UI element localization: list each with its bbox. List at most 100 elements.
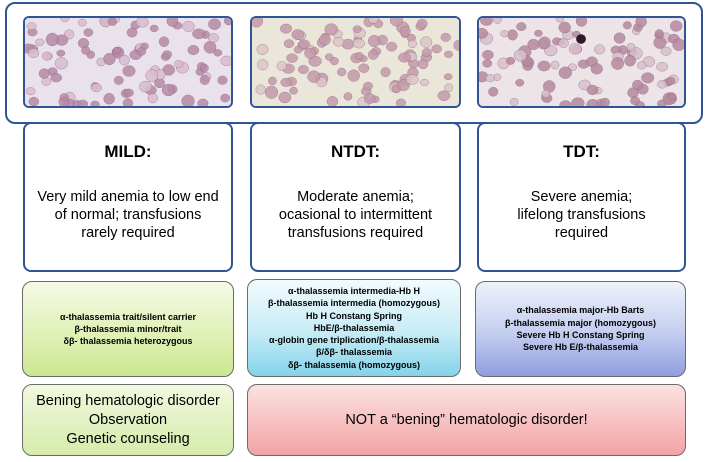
ntdt-desc-line: ocasional to intermittent xyxy=(278,207,433,223)
red-blood-cell xyxy=(482,50,494,60)
red-blood-cell xyxy=(354,52,364,61)
red-blood-cell xyxy=(220,93,230,103)
red-blood-cell xyxy=(417,59,429,70)
red-blood-cell xyxy=(166,18,179,27)
red-blood-cell xyxy=(220,55,231,67)
red-blood-cell xyxy=(268,76,277,86)
red-blood-cell xyxy=(395,98,406,106)
red-blood-cell xyxy=(352,38,366,49)
mild-title: MILD: xyxy=(104,142,152,161)
red-blood-cell xyxy=(199,75,210,85)
red-blood-cell xyxy=(440,32,451,42)
genotype-item: α-thalassemia trait/silent carrier xyxy=(59,311,197,322)
red-blood-cell xyxy=(622,21,632,30)
red-blood-cell xyxy=(264,85,279,99)
outcome-line: Observation xyxy=(88,411,168,428)
red-blood-cell xyxy=(665,76,676,86)
red-blood-cell xyxy=(181,94,195,106)
mild-desc-line: rarely required xyxy=(81,225,175,241)
red-blood-cell xyxy=(307,70,321,83)
red-blood-cell xyxy=(123,88,134,97)
red-blood-cell xyxy=(431,44,442,54)
red-blood-cell xyxy=(298,39,310,49)
mild-genotypes-box: α-thalassemia trait/silent carrier β-tha… xyxy=(22,281,234,377)
red-blood-cell xyxy=(537,60,551,72)
red-blood-cell xyxy=(139,80,153,93)
red-blood-cell xyxy=(113,75,124,85)
red-blood-cell xyxy=(158,36,170,47)
red-blood-cell xyxy=(479,27,488,39)
red-blood-cell xyxy=(667,92,677,101)
red-blood-cell xyxy=(332,37,345,47)
red-blood-cell xyxy=(38,68,50,79)
red-blood-cell xyxy=(407,39,417,48)
red-blood-cell xyxy=(363,81,373,91)
ntdt-column: NTDT: Moderate anemia; ocasional to inte… xyxy=(250,122,461,272)
red-blood-cell xyxy=(326,96,339,106)
genotype-item: Hb H Constang Spring xyxy=(306,310,402,321)
red-blood-cell xyxy=(480,18,493,26)
red-blood-cell xyxy=(197,98,209,106)
red-blood-cell xyxy=(657,80,668,89)
red-blood-cell xyxy=(416,18,428,29)
red-blood-cell xyxy=(632,79,643,91)
red-blood-cell xyxy=(367,49,379,60)
red-blood-cell xyxy=(255,84,266,95)
red-blood-cell xyxy=(337,67,347,77)
red-blood-cell xyxy=(555,18,565,23)
red-blood-cell xyxy=(149,24,159,33)
red-blood-cell xyxy=(367,18,379,24)
genotype-item: α-globin gene triplication/β-thalassemia xyxy=(268,335,440,346)
genotype-item: α-thalassemia major-Hb Barts xyxy=(516,305,645,316)
red-blood-cell xyxy=(256,44,269,55)
red-blood-cell xyxy=(26,22,37,31)
red-blood-cell xyxy=(107,18,118,26)
red-blood-cell xyxy=(405,74,419,85)
red-blood-cell xyxy=(145,69,159,82)
red-blood-cell xyxy=(558,21,571,34)
red-blood-cell xyxy=(398,52,411,63)
ntdt-title: NTDT: xyxy=(330,142,381,161)
red-blood-cell xyxy=(590,63,603,75)
red-blood-cell xyxy=(286,53,298,63)
genotype-item: δβ- thalassemia (homozygous) xyxy=(288,359,420,370)
red-blood-cell xyxy=(122,98,134,106)
tdt-blood-smear-image xyxy=(477,16,686,108)
red-blood-cell xyxy=(364,93,376,104)
red-blood-cell xyxy=(217,75,228,85)
tdt-desc-line: required xyxy=(554,225,609,241)
red-blood-cell xyxy=(224,18,231,26)
red-blood-cell xyxy=(207,33,219,43)
red-blood-cell xyxy=(399,26,411,37)
red-blood-cell xyxy=(594,44,606,55)
genotype-item: β/δβ- thalassemia xyxy=(316,347,392,358)
outcome-line: Bening hematologic disorder xyxy=(36,392,220,409)
red-blood-cell xyxy=(613,32,626,44)
genotype-item: β-thalassemia intermedia (homozygous) xyxy=(267,298,441,309)
red-blood-cell xyxy=(343,92,353,101)
red-blood-cell xyxy=(77,99,89,106)
ntdt-desc-line: Moderate anemia; xyxy=(297,189,414,205)
red-blood-cell xyxy=(28,96,40,106)
red-blood-cell xyxy=(513,49,527,62)
red-blood-cell xyxy=(187,45,200,56)
red-blood-cell xyxy=(568,43,582,55)
genotype-item: Severe Hb E/β-thalassemia xyxy=(522,342,639,353)
red-blood-cell xyxy=(541,89,551,98)
genotype-item: β-thalassemia major (homozygous) xyxy=(504,317,657,328)
red-blood-cell xyxy=(54,57,68,70)
red-blood-cell xyxy=(380,67,391,78)
red-blood-cell xyxy=(515,79,525,87)
red-blood-cell xyxy=(280,77,292,87)
red-blood-cell xyxy=(600,97,610,106)
red-blood-cell xyxy=(550,60,560,70)
red-blood-cell xyxy=(103,93,115,105)
red-blood-cell xyxy=(59,93,69,101)
red-blood-cell xyxy=(291,29,305,41)
red-blood-cell xyxy=(509,98,519,106)
not-benign-text: NOT a “bening” hematologic disorder! xyxy=(345,411,588,428)
tdt-desc-line: Severe anemia; xyxy=(530,189,633,205)
red-blood-cell xyxy=(162,50,173,59)
red-blood-cell xyxy=(500,30,509,38)
red-blood-cell xyxy=(559,100,572,106)
